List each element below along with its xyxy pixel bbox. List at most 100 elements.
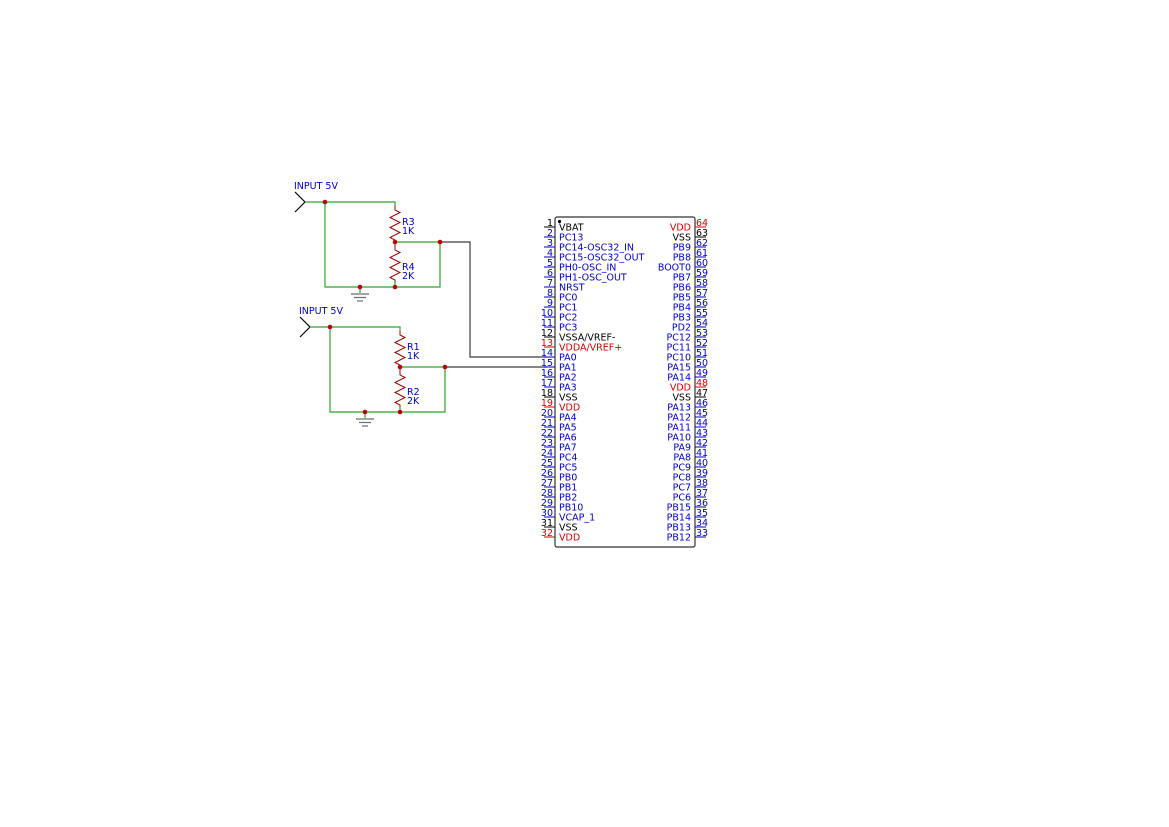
pin-name: PA11 bbox=[667, 423, 691, 434]
pin-number: 46 bbox=[696, 398, 708, 409]
ic-pin-pa14[interactable]: 49 PA14 bbox=[667, 368, 708, 384]
pin-name: PB13 bbox=[667, 523, 691, 534]
pin-number: 50 bbox=[696, 358, 708, 369]
pin-name: PB5 bbox=[673, 293, 691, 304]
pin-name: PB10 bbox=[559, 503, 583, 514]
pin-number: 63 bbox=[696, 228, 708, 239]
pin-name: PC0 bbox=[559, 293, 577, 304]
pin-number: 60 bbox=[696, 258, 708, 269]
pin1-marker-icon bbox=[557, 219, 562, 224]
pin-number: 33 bbox=[696, 528, 708, 539]
input-port-lower[interactable] bbox=[299, 316, 311, 338]
pin-name: PB1 bbox=[559, 483, 577, 494]
resistor-r4[interactable]: R4 2K bbox=[388, 242, 415, 282]
pin-name: PC14-OSC32_IN bbox=[559, 243, 634, 254]
input-label-upper: INPUT 5V bbox=[294, 181, 338, 192]
pin-number: 61 bbox=[696, 248, 708, 259]
junctions-upper bbox=[322, 199, 443, 290]
pin-number: 49 bbox=[696, 368, 708, 379]
pin-name: PB7 bbox=[673, 273, 691, 284]
pin-name: PB6 bbox=[673, 283, 691, 294]
pin-number: 24 bbox=[541, 448, 553, 459]
pin-name: VDD bbox=[559, 403, 580, 414]
input-port-upper[interactable] bbox=[294, 191, 306, 213]
pin-name: VSS bbox=[559, 523, 578, 534]
pin-number: 59 bbox=[696, 268, 708, 279]
resistor-value-r1: 1K bbox=[407, 351, 420, 362]
pin-number: 30 bbox=[541, 508, 553, 519]
resistor-r1[interactable]: R1 1K bbox=[393, 331, 420, 367]
resistor-r3[interactable]: R3 1K bbox=[388, 206, 415, 242]
pin-number: 39 bbox=[696, 468, 708, 479]
ic-pin-pb7[interactable]: 59 PB7 bbox=[673, 268, 708, 284]
pin-number: 35 bbox=[696, 508, 708, 519]
pin-name: PA14 bbox=[667, 373, 691, 384]
pin-name: PB15 bbox=[667, 503, 691, 514]
resistor-r2[interactable]: R2 2K bbox=[393, 367, 420, 407]
